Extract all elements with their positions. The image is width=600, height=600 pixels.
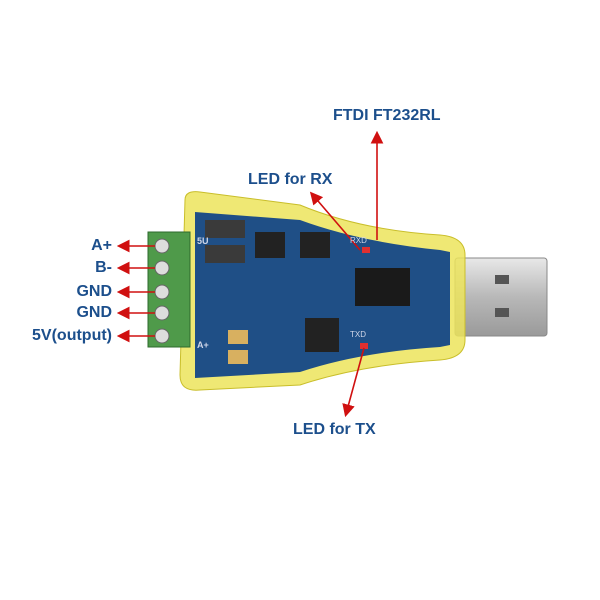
- terminal-block: [147, 231, 191, 348]
- ic-top: [300, 232, 330, 258]
- pin-label-gnd-2: GND: [76, 304, 112, 321]
- marking-a-plus-text: A+: [197, 340, 209, 350]
- led-rx: [362, 247, 370, 253]
- led-tx: [360, 343, 368, 349]
- ic-bottom: [305, 318, 339, 352]
- marking-5u-text: 5U: [197, 236, 209, 246]
- pin-label-5v-output: 5V(output): [32, 327, 112, 344]
- pin-label-b-minus: B-: [95, 259, 112, 276]
- pin-label-gnd-1: GND: [76, 283, 112, 300]
- led-tx-label: LED for TX: [293, 421, 376, 438]
- pin-label-a-plus: A+: [91, 237, 112, 254]
- led-rx-label: LED for RX: [248, 171, 333, 188]
- chip-label: FTDI FT232RL: [333, 107, 441, 124]
- ic-left: [255, 232, 285, 258]
- arrows: [116, 130, 384, 418]
- ft232rl-chip: [355, 268, 410, 306]
- usb-connector: [454, 257, 548, 337]
- marking-txd: TXD: [350, 330, 366, 339]
- marking-rxd: RXD: [350, 236, 367, 245]
